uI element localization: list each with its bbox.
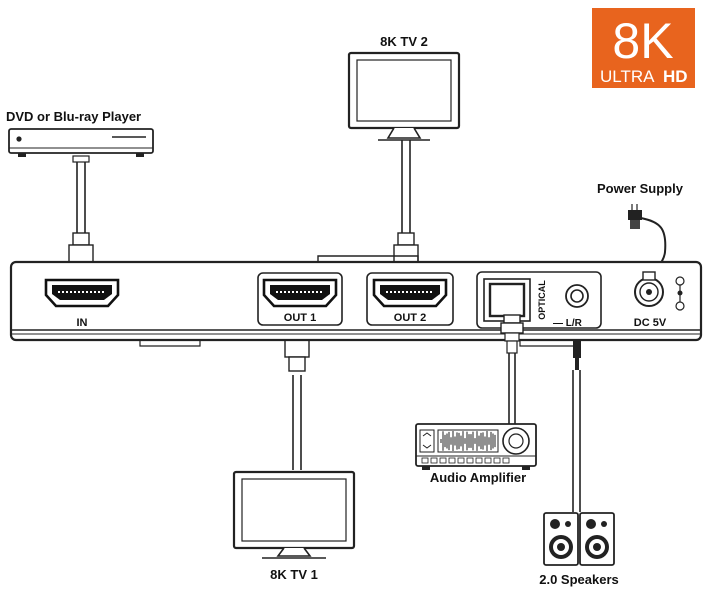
- polarity-icon: [675, 276, 685, 311]
- tv1-label: 8K TV 1: [270, 567, 318, 582]
- logo-background: [592, 8, 695, 88]
- audio-amplifier: [415, 423, 537, 470]
- power-adapter: [628, 204, 642, 229]
- tv2: [347, 51, 461, 141]
- lr-port-label: — L/R: [553, 318, 583, 329]
- hdmi-out2-port: [372, 278, 448, 308]
- optical-port: [483, 278, 531, 322]
- audio-frame: [476, 271, 602, 329]
- hdmi-out1-port: [262, 278, 338, 308]
- out1-port-label: OUT 1: [284, 312, 316, 324]
- dvd-connector: [72, 155, 90, 163]
- out2-hdmi-cable: [401, 140, 411, 233]
- out2-frame: [366, 272, 454, 326]
- logo-resolution: 8K: [612, 13, 673, 69]
- optical-port-label: OPTICAL: [537, 280, 547, 320]
- logo-ultra: ULTRA: [600, 67, 655, 86]
- dc-port-label: DC 5V: [634, 317, 667, 329]
- analog-audio-cable: [572, 370, 581, 512]
- lr-audio-plug: [573, 340, 581, 370]
- hdmi-splitter-unit: IN OUT 1 OUT 2 OPTICAL — L/R DC 5V: [9, 255, 703, 370]
- speaker-right: [579, 512, 615, 566]
- hdmi-in-port: [44, 278, 120, 308]
- lr-audio-jack: [565, 284, 589, 308]
- speaker-left: [543, 512, 579, 566]
- dvd-player: [8, 128, 154, 157]
- speakers-label: 2.0 Speakers: [539, 572, 619, 587]
- source-device-label: DVD or Blu-ray Player: [6, 109, 141, 124]
- out2-port-label: OUT 2: [394, 312, 426, 324]
- 8k-ultra-hd-logo: 8K ULTRA HD: [592, 8, 695, 88]
- power-plug: [642, 271, 656, 281]
- out1-frame: [257, 272, 343, 326]
- tv2-label: 8K TV 2: [380, 34, 428, 49]
- dc-power-port: [634, 277, 664, 307]
- optical-cable: [508, 353, 516, 424]
- out1-hdmi-cable: [292, 375, 302, 470]
- input-hdmi-cable: [76, 158, 86, 233]
- logo-hd: HD: [663, 67, 688, 86]
- tv1: [232, 470, 356, 559]
- power-supply-label: Power Supply: [597, 181, 684, 196]
- in-port-label: IN: [77, 317, 88, 329]
- amplifier-label: Audio Amplifier: [430, 470, 526, 485]
- optical-plug: [500, 314, 524, 354]
